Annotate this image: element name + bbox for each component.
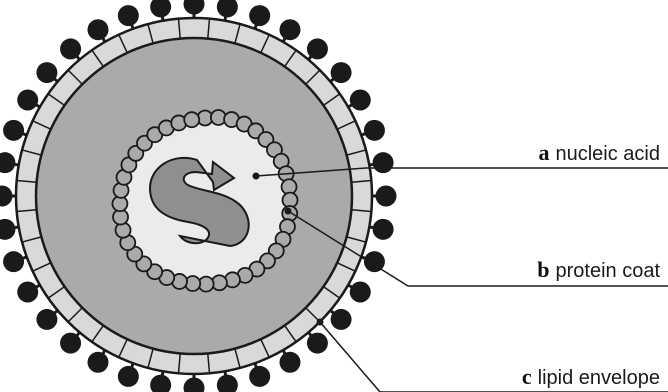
label-letter-c: c bbox=[522, 364, 532, 389]
label-text-protein-coat: protein coat bbox=[555, 260, 660, 282]
spike-knob bbox=[36, 309, 57, 330]
leader-dot-b bbox=[285, 208, 292, 215]
capsomere bbox=[184, 112, 199, 127]
spike-knob bbox=[184, 378, 205, 392]
spike-knob bbox=[36, 62, 57, 83]
spike-knob bbox=[249, 366, 270, 387]
spike-knob bbox=[118, 366, 139, 387]
spike-knob bbox=[118, 5, 139, 26]
spike-knob bbox=[184, 0, 205, 15]
label-nucleic-acid: a nucleic acid bbox=[538, 140, 660, 165]
spike-knob bbox=[364, 120, 385, 141]
spike-knob bbox=[376, 186, 397, 207]
spike-knob bbox=[3, 120, 24, 141]
label-letter-a: a bbox=[538, 140, 549, 165]
spike-knob bbox=[280, 352, 301, 373]
leader-dot-a bbox=[253, 173, 260, 180]
spike-knob bbox=[331, 309, 352, 330]
leader-dot-c bbox=[317, 319, 324, 326]
spike-knob bbox=[331, 62, 352, 83]
spike-knob bbox=[17, 90, 38, 111]
spike-knob bbox=[60, 38, 81, 59]
spike-knob bbox=[150, 0, 171, 17]
spike-knob bbox=[373, 152, 394, 173]
spike-knob bbox=[249, 5, 270, 26]
spike-knob bbox=[150, 375, 171, 392]
spike-knob bbox=[350, 90, 371, 111]
label-lipid-envelope: c lipid envelope bbox=[522, 364, 660, 389]
spike-knob bbox=[88, 19, 109, 40]
label-text-lipid-envelope: lipid envelope bbox=[538, 367, 660, 389]
spike-knob bbox=[3, 251, 24, 272]
spike-knob bbox=[307, 333, 328, 354]
label-protein-coat: b protein coat bbox=[537, 257, 660, 282]
spike-knob bbox=[307, 38, 328, 59]
spike-knob bbox=[350, 282, 371, 303]
spike-knob bbox=[60, 333, 81, 354]
spike-knob bbox=[373, 219, 394, 240]
spike-knob bbox=[17, 282, 38, 303]
label-text-nucleic-acid: nucleic acid bbox=[555, 143, 660, 165]
spike-knob bbox=[0, 186, 13, 207]
spike-knob bbox=[280, 19, 301, 40]
spike-knob bbox=[0, 152, 15, 173]
label-letter-b: b bbox=[537, 257, 549, 282]
spike-knob bbox=[88, 352, 109, 373]
spike-knob bbox=[217, 375, 238, 392]
spike-knob bbox=[217, 0, 238, 17]
spike-knob bbox=[0, 219, 15, 240]
